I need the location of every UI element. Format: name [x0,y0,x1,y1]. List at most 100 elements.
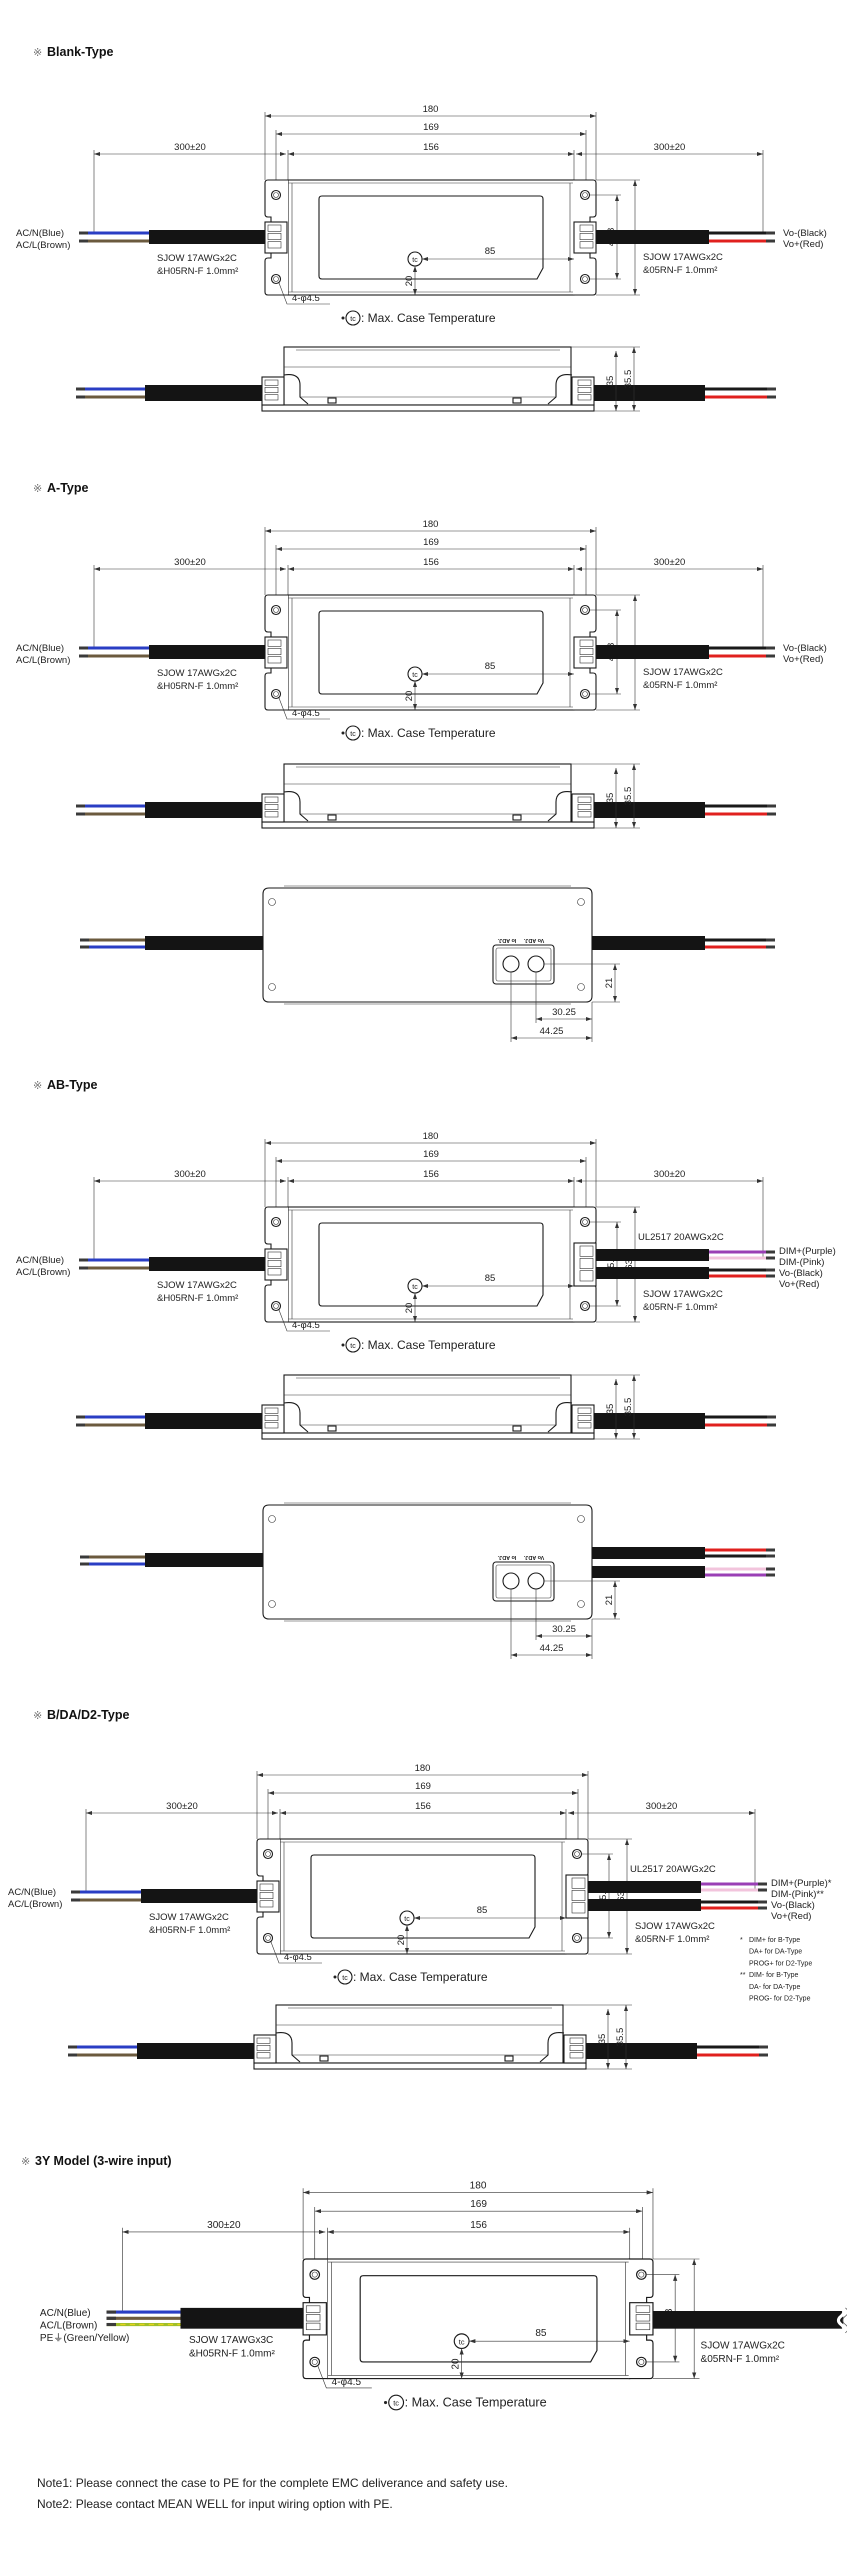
section-title-text: A-Type [47,481,88,495]
dim-height-total-label: 35.5 [623,1398,634,1417]
signal-cable-spec: UL2517 20AWGx2C [638,1232,724,1243]
dim-output-cable-label: 300±20 [646,1801,678,1812]
input-wire-label: AC/L(Brown) [16,1267,70,1278]
dim-tc-y-label: 20 [404,276,415,287]
footnote-line: DA+ for DA-Type [749,1949,802,1956]
gland-rib [569,2052,584,2059]
gland-rib [579,1245,594,1257]
mounting-hole-inner [582,1303,588,1309]
case-side [283,763,572,823]
dim-tc-x-label: 85 [485,246,496,257]
section-title-text: AB-Type [47,1078,98,1092]
bullet-icon [341,1343,345,1347]
tc-caption-symbol: tc [393,2399,399,2408]
mounting-hole-inner [638,2359,645,2365]
3y-top-view: 180169156300±20tc85204-φ4.545.863AC/N(Bl… [40,2180,847,2411]
mounting-hole [579,604,591,616]
dim-width-label: 63 [624,1259,635,1270]
input-cable-spec: &H05RN-F 1.0mm² [157,1293,238,1304]
gland-rib [256,2037,271,2044]
section-title: ※B/DA/D2-Type [33,1708,129,1722]
cable-jacket [594,1413,705,1429]
cable-jacket [596,230,709,244]
hole-callout-label: 4-φ4.5 [292,708,320,719]
cable-jacket [141,1889,257,1903]
cable-gland [573,221,597,254]
tc-symbol-icon [337,1969,353,1985]
mounting-hole [270,604,282,616]
mounting-hole [262,1848,274,1860]
gland-rib [264,1415,279,1421]
gland-rib [305,2305,321,2313]
tc-caption-text: : Max. Case Temperature [361,1338,496,1352]
adjust-window [492,1561,555,1602]
footnote-line: DIM+ for B-Type [749,1937,800,1944]
dim-hole-pitch-label: 45.8 [598,1887,609,1906]
cable-jacket [145,802,262,818]
right-flange [628,2258,654,2380]
label-window [310,1854,536,1939]
input-cable [80,1553,263,1567]
mounting-hole [579,1216,591,1228]
label-window [318,610,544,695]
io-adjust-label: Io ADJ. [497,1554,516,1560]
note-1: Note1: Please connect the case to PE for… [37,2476,508,2490]
gland-rib [571,1890,586,1901]
hole-callout-label: 4-φ4.5 [292,1320,320,1331]
output-wire-label: DIM+(Purple)* [771,1878,832,1889]
output-wire-label: Vo-(Black) [779,1268,823,1279]
mounting-hole [579,1300,591,1312]
gland-rib [267,241,282,249]
vo-adjust-pot[interactable] [527,955,545,973]
dim-height-label: 35 [605,1404,616,1415]
output-wire-label: Vo+(Red) [783,239,823,250]
end-bracket [283,1402,309,1433]
output-cable [596,645,775,659]
input-cable-spec: SJOW 17AWGx2C [157,668,237,679]
gland-rib [635,2322,651,2331]
output-cable-spec: &05RN-F 1.0mm² [701,2354,780,2365]
gland-rib [264,811,279,818]
output-wire-label: DIM-(Pink)** [771,1889,824,1900]
tc-symbol: tc [412,1284,418,1291]
vo-adjust-pot[interactable] [527,1572,545,1590]
dim-input-cable-label: 300±20 [166,1801,198,1812]
footnote-mark: ** [740,1972,746,1979]
output-cable [594,1413,776,1429]
case-body [326,2258,631,2380]
hole-callout-label: 4-φ4.5 [332,2377,362,2388]
left-end [261,1402,309,1434]
tc-symbol: tc [404,1916,410,1923]
section-title: ※Blank-Type [33,45,113,59]
title-marker-icon: ※ [33,483,42,495]
foot-slot [512,1425,522,1432]
cable-gland [565,1874,589,1919]
mounting-hole [579,273,591,285]
gland-rib [264,394,279,401]
left-end [261,791,309,823]
output-wire-label: Vo-(Black) [771,1900,815,1911]
dim-tc-y-label: 20 [404,1303,415,1314]
cable-jacket [180,2307,304,2329]
mounting-hole [309,2356,321,2368]
gland-rib [267,1260,282,1267]
input-cable [79,645,265,659]
output-cable-spec: SJOW 17AWGx2C [643,252,723,263]
gland-rib [267,224,282,232]
dim-tc-x-label: 85 [477,1905,488,1916]
input-cable [71,1889,257,1903]
mounting-hole [579,189,591,201]
io-adjust-pot[interactable] [502,955,520,973]
mounting-hole [270,688,282,700]
mounting-hole-inner [311,2359,318,2365]
input-cable-spec: &H05RN-F 1.0mm² [149,1925,230,1936]
end-bracket [547,791,573,822]
end-bracket [547,1402,573,1433]
mounting-hole-inner [582,276,588,282]
io-adjust-pot[interactable] [502,1572,520,1590]
gland-rib [264,796,279,803]
